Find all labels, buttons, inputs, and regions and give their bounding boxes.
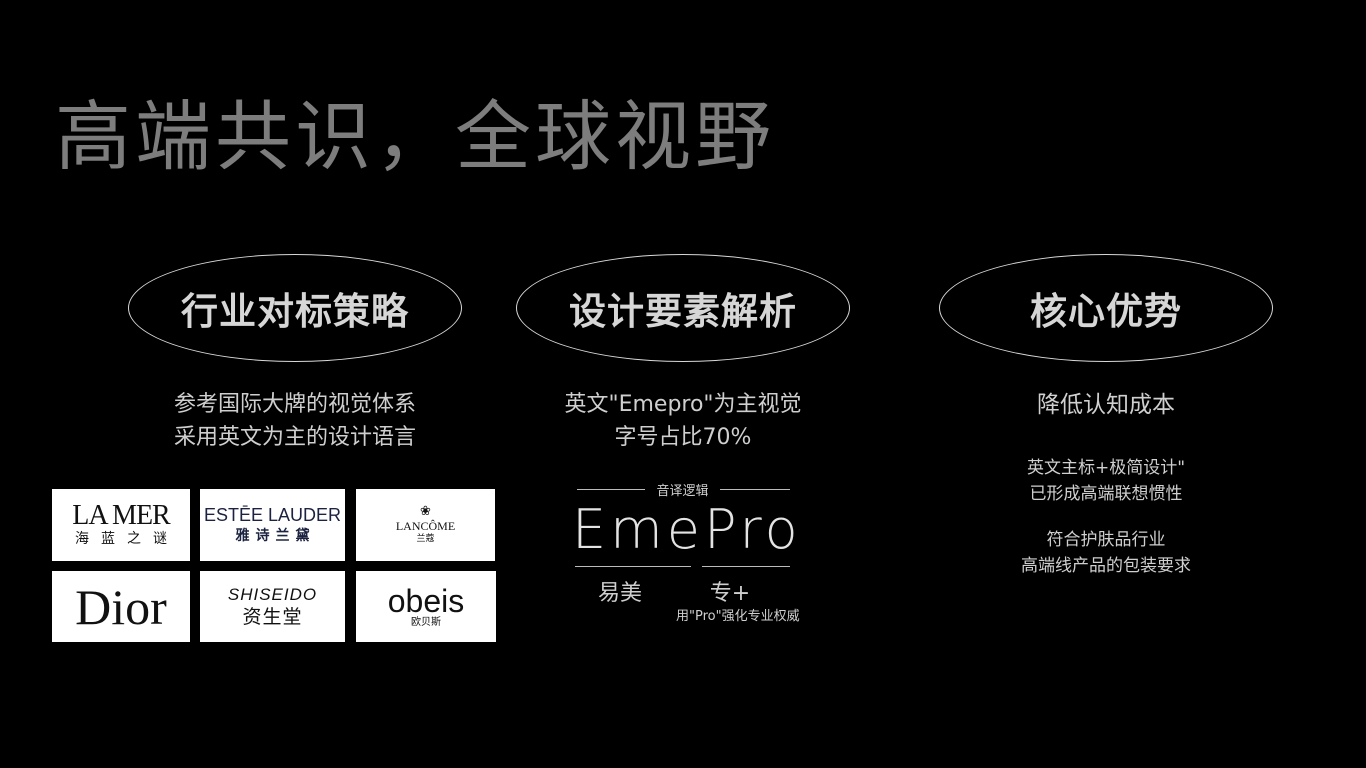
slide-title: 高端共识，全球视野 [55, 92, 775, 181]
point-line: 高端线产品的包装要求 [1021, 556, 1191, 576]
logo-cn: 海蓝之谜 [75, 531, 179, 547]
benchmark-description: 参考国际大牌的视觉体系 采用英文为主的设计语言 [130, 388, 460, 454]
right-part-meaning: 专+ [709, 581, 751, 606]
logo-name: Dior [75, 578, 167, 635]
divider-line [720, 489, 790, 490]
logo-cn: 雅诗兰黛 [235, 528, 316, 544]
logo-name: LA MER [72, 500, 170, 531]
desc-line: 采用英文为主的设计语言 [173, 425, 416, 450]
left-part-meaning: 易美 [597, 581, 642, 606]
heading-ellipse-design: 设计要素解析 [516, 254, 850, 362]
divider-line [575, 566, 691, 567]
logo-name: LANCÔME [395, 519, 456, 533]
divider-line [577, 489, 645, 490]
logo-lamer: LA MER 海蓝之谜 [52, 489, 190, 561]
logo-estee-lauder: ESTĒE LAUDER 雅诗兰黛 [200, 489, 345, 561]
heading-design: 设计要素解析 [569, 290, 797, 333]
logo-name: ESTĒE LAUDER [203, 505, 342, 525]
advantage-description: 降低认知成本 [1037, 392, 1175, 418]
logo-cn: 资生堂 [242, 605, 303, 628]
transliteration-label: 音译逻辑 [656, 484, 709, 499]
point-line: 已形成高端联想惯性 [1029, 484, 1183, 504]
logo-obeis: obeis 欧贝斯 [356, 571, 496, 642]
logo-lancome: ❀ LANCÔME 兰蔻 [356, 489, 495, 561]
heading-ellipse-benchmark: 行业对标策略 [128, 254, 462, 362]
divider-line [702, 566, 790, 567]
desc-line: 字号占比70% [614, 425, 752, 450]
advantage-point: 英文主标+极简设计" 已形成高端联想惯性 [939, 455, 1273, 507]
heading-ellipse-advantage: 核心优势 [939, 254, 1273, 362]
design-description: 英文"Emepro"为主视觉 字号占比70% [516, 388, 850, 454]
point-line: 英文主标+极简设计" [1026, 458, 1186, 478]
logo-dior: Dior [52, 571, 190, 642]
pro-note: 用"Pro"强化专业权威 [676, 609, 800, 624]
heading-advantage: 核心优势 [1030, 290, 1182, 333]
desc-line: 参考国际大牌的视觉体系 [173, 392, 416, 417]
logo-name: obeis [387, 582, 465, 619]
brand-wordmark: EmePro [572, 498, 802, 561]
heading-benchmark: 行业对标策略 [181, 290, 409, 333]
advantage-point: 符合护肤品行业 高端线产品的包装要求 [939, 527, 1273, 579]
logo-cn: 兰蔻 [416, 534, 435, 544]
desc-line: 英文"Emepro"为主视觉 [564, 392, 802, 417]
logo-shiseido: SHISEIDO 资生堂 [200, 571, 345, 642]
logo-name: SHISEIDO [227, 584, 318, 604]
logo-cn: 欧贝斯 [411, 616, 441, 628]
point-line: 符合护肤品行业 [1046, 530, 1166, 550]
rose-icon: ❀ [420, 504, 431, 519]
